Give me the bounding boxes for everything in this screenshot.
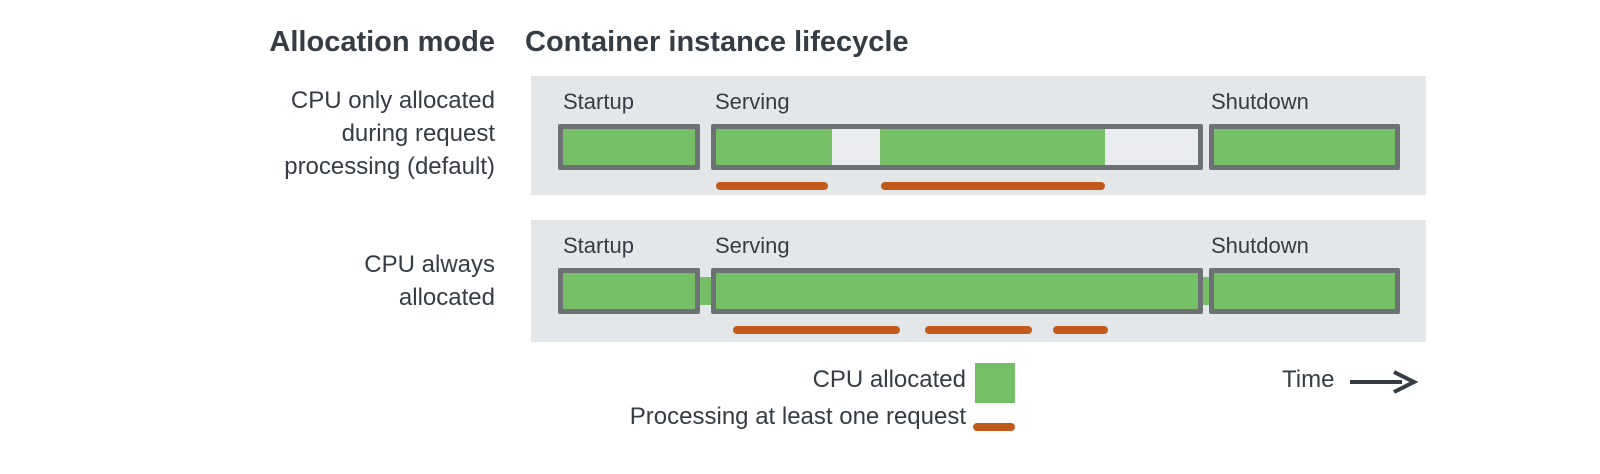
shutdown-box bbox=[1209, 124, 1400, 170]
request-processing-bar bbox=[881, 182, 1106, 190]
request-processing-bar bbox=[733, 326, 900, 334]
serving-phase-label: Serving bbox=[715, 233, 790, 258]
startup-phase-label: Startup bbox=[563, 89, 634, 114]
startup-phase-label: Startup bbox=[563, 233, 634, 258]
cpu-allocated-swatch bbox=[975, 363, 1015, 403]
serving-segments bbox=[716, 273, 1198, 309]
row-label-line: processing (default) bbox=[284, 153, 495, 180]
row-label-line: during request bbox=[341, 120, 495, 147]
serving-phase-label: Serving bbox=[715, 89, 790, 114]
processing-request-swatch bbox=[973, 423, 1015, 431]
cpu-idle-segment bbox=[832, 129, 881, 165]
lifecycle-panel-request-mode: Startup Serving Shutdown bbox=[531, 76, 1426, 195]
serving-box bbox=[711, 268, 1203, 314]
row-label-line: CPU always bbox=[364, 251, 495, 278]
shutdown-box bbox=[1209, 268, 1400, 314]
serving-segments bbox=[716, 129, 1198, 165]
time-axis-label: Time bbox=[1282, 366, 1335, 393]
startup-box bbox=[558, 124, 700, 170]
allocation-mode-header: Allocation mode bbox=[269, 26, 495, 58]
cpu-idle-segment bbox=[1105, 129, 1198, 165]
request-bars bbox=[531, 182, 1426, 190]
row-label-line: CPU only allocated bbox=[290, 87, 495, 114]
serving-box bbox=[711, 124, 1203, 170]
shutdown-phase-label: Shutdown bbox=[1211, 89, 1309, 114]
lifecycle-panel-always-mode: Startup Serving Shutdown bbox=[531, 220, 1426, 342]
row-label-line: allocated bbox=[398, 284, 495, 311]
legend-processing-label: Processing at least one request bbox=[629, 403, 966, 430]
time-arrow-icon bbox=[1348, 369, 1422, 400]
cpu-allocated-segment bbox=[716, 273, 1198, 309]
cpu-allocated-segment bbox=[716, 129, 833, 165]
request-processing-bar bbox=[1052, 326, 1108, 334]
request-processing-bar bbox=[924, 326, 1032, 334]
request-processing-bar bbox=[715, 182, 828, 190]
startup-box bbox=[558, 268, 700, 314]
row-label-always-mode: CPU always allocated bbox=[364, 248, 495, 314]
shutdown-phase-label: Shutdown bbox=[1211, 233, 1309, 258]
row-label-request-mode: CPU only allocated during request proces… bbox=[284, 84, 495, 183]
cpu-allocated-segment bbox=[880, 129, 1105, 165]
request-bars bbox=[531, 326, 1426, 334]
legend-cpu-allocated-label: CPU allocated bbox=[812, 366, 966, 393]
lifecycle-header: Container instance lifecycle bbox=[525, 26, 909, 58]
